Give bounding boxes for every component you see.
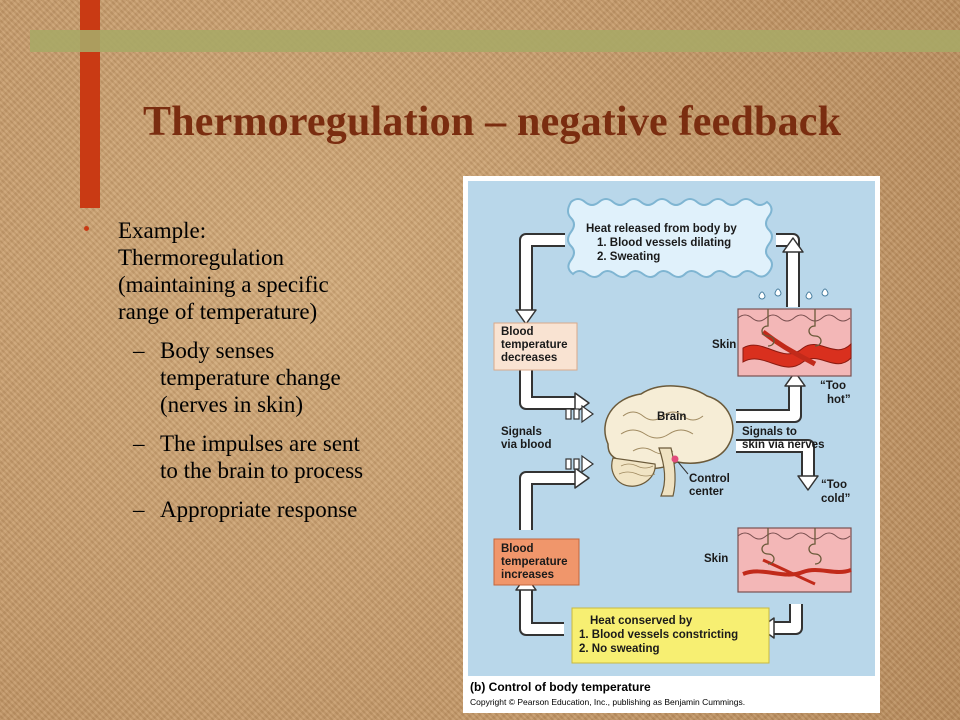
slide-title: Thermoregulation – negative feedback — [143, 99, 842, 145]
sub-bullet-line: Appropriate response — [160, 497, 358, 522]
heat-conserved-box — [571, 607, 770, 664]
skin-block-hot — [737, 288, 852, 377]
blood-temp-increases-line: Blood — [501, 543, 534, 555]
heat-released-line: 2. Sweating — [597, 251, 660, 263]
sub-bullet-item: – The impulses are sent to the brain to … — [80, 430, 452, 484]
bullet-list: Example: Thermoregulation (maintaining a… — [80, 217, 452, 523]
heat-released-line: Heat released from body by — [586, 223, 737, 235]
sub-bullet-line: Body senses — [160, 338, 275, 363]
input-arrows — [565, 404, 595, 474]
constricted-blood-vessel — [742, 568, 852, 577]
sub-bullet-item: – Body senses temperature change (nerves… — [80, 337, 452, 418]
skin-label-top: Skin — [712, 339, 736, 351]
input-arrow-stub — [565, 458, 572, 470]
sub-bullet-line: The impulses are sent — [160, 431, 360, 456]
skin-surface — [737, 314, 851, 322]
thermoregulation-diagram: Heat released from body by 1. Blood vess… — [463, 176, 880, 713]
control-center-line: center — [689, 486, 724, 498]
control-center-pointer — [677, 461, 689, 475]
sub-bullet-dash: – — [133, 431, 145, 456]
input-arrow-stub — [565, 408, 572, 420]
brain-illustration — [604, 385, 734, 497]
diagram-svg: Heat released from body by 1. Blood vess… — [468, 181, 875, 707]
arrowhead — [784, 371, 806, 387]
sub-bullet-line: to the brain to process — [160, 458, 364, 483]
bullet-dot-icon — [84, 226, 89, 231]
signals-blood-line: via blood — [501, 439, 551, 451]
too-cold-line: cold” — [821, 493, 850, 505]
input-arrow-stub — [573, 408, 580, 420]
sub-bullet-line: temperature change — [160, 365, 341, 390]
arrowhead — [574, 467, 590, 489]
sweat-droplets-icon — [758, 288, 829, 300]
heat-conserved-line: Heat conserved by — [590, 615, 693, 627]
sweat-glands — [761, 528, 822, 565]
bullet-line: Example: — [118, 218, 207, 243]
skin-surface — [737, 532, 851, 540]
arrowhead — [782, 237, 804, 253]
bullet-item: Example: Thermoregulation (maintaining a… — [80, 217, 452, 325]
blood-temp-increases-line: increases — [501, 569, 554, 581]
feedback-loop-arrows — [519, 233, 815, 636]
arrowhead — [797, 475, 819, 491]
signals-nerves-line: Signals to — [742, 426, 797, 438]
signals-blood-line: Signals — [501, 426, 542, 438]
skin-label-bottom: Skin — [704, 553, 728, 565]
sub-bullet-dash: – — [133, 497, 145, 522]
blood-temp-decreases-line: Blood — [501, 326, 534, 338]
sub-bullet-dash: – — [133, 338, 145, 363]
heat-conserved-line: 2. No sweating — [579, 643, 660, 655]
input-arrowhead — [581, 404, 595, 424]
blood-temp-decreases-line: temperature — [501, 339, 567, 351]
too-hot-line: hot” — [827, 394, 851, 406]
signals-nerves-line: skin via nerves — [742, 439, 824, 451]
heat-released-box — [567, 198, 773, 278]
too-hot-line: “Too — [820, 380, 846, 392]
blood-vessel-branch — [762, 558, 816, 586]
brain-label: Brain — [657, 411, 686, 423]
bullet-line: Thermoregulation — [118, 245, 285, 270]
input-arrow-stub — [573, 458, 580, 470]
cerebellum-folds — [618, 463, 656, 477]
hypothalamus-icon — [671, 455, 679, 463]
heat-conserved-line: 1. Blood vessels constricting — [579, 629, 738, 641]
accent-bar-green — [30, 30, 960, 52]
blood-vessel-branch — [761, 330, 817, 367]
too-cold-line: “Too — [821, 479, 847, 491]
blood-temp-increases-box — [493, 538, 580, 586]
control-center-line: Control — [689, 473, 730, 485]
skin-block-cold — [737, 527, 852, 593]
diagram-caption: (b) Control of body temperature — [470, 680, 651, 694]
input-arrowhead — [581, 454, 595, 474]
blood-temp-decreases-box — [493, 322, 578, 371]
sweat-glands — [761, 309, 822, 347]
blood-temp-increases-line: temperature — [501, 556, 567, 568]
accent-bar-red — [80, 0, 100, 208]
copyright-notice: Copyright © Pearson Education, Inc., pub… — [470, 697, 745, 707]
sub-bullet-line: (nerves in skin) — [160, 392, 304, 417]
sub-bullet-item: – Appropriate response — [80, 496, 452, 523]
heat-released-line: 1. Blood vessels dilating — [597, 237, 731, 249]
arrowhead — [515, 309, 537, 325]
bullet-line: (maintaining a specific — [118, 272, 329, 297]
blood-temp-decreases-line: decreases — [501, 352, 557, 364]
bullet-line: range of temperature) — [118, 299, 318, 324]
